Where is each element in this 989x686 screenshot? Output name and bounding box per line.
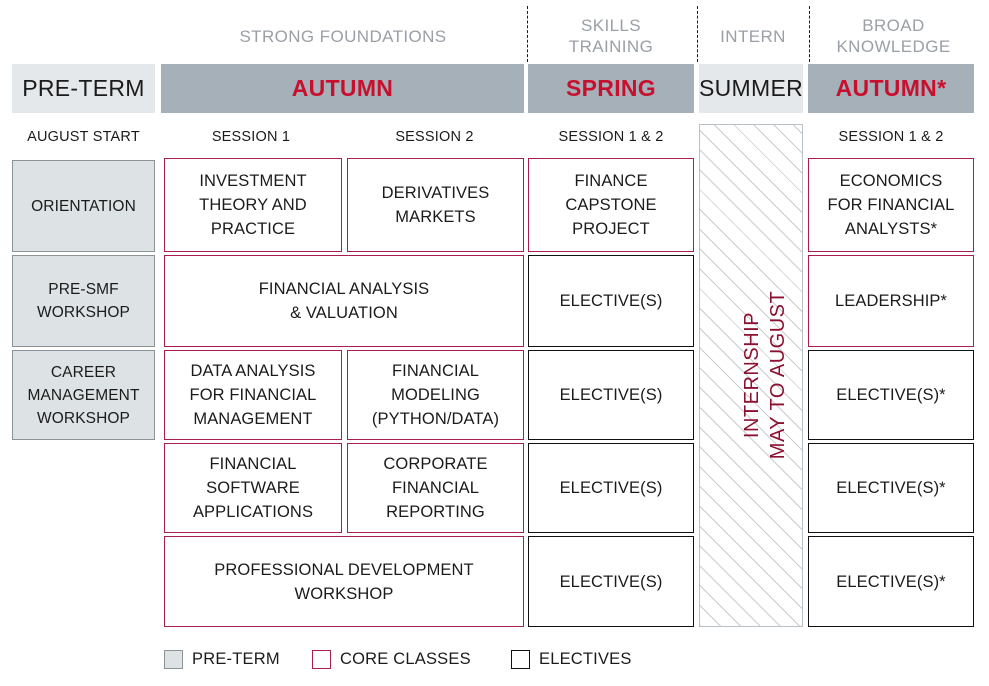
course-box-orientation: ORIENTATION (12, 160, 155, 252)
course-box-investment-theory-and-practice: INVESTMENT THEORY AND PRACTICE (164, 158, 342, 252)
course-label: ECONOMICS FOR FINANCIAL ANALYSTS* (827, 172, 955, 238)
phase-text: INTERN (720, 26, 786, 46)
session-label-august-start: AUGUST START (12, 126, 155, 148)
course-box-career-management-workshop: CAREER MANAGEMENT WORKSHOP (12, 350, 155, 440)
course-label: PRE-SMF WORKSHOP (37, 281, 130, 321)
phase-divider-2 (697, 6, 698, 62)
course-box-autumn2-elective-3: ELECTIVE(S)* (808, 536, 974, 627)
course-label: DERIVATIVES MARKETS (381, 184, 490, 226)
legend-item-pre-term: PRE-TERM (164, 648, 280, 670)
legend-item-core-classes: CORE CLASSES (312, 648, 471, 670)
session-text: SESSION 2 (395, 129, 474, 145)
session-label-autumn-session-2: SESSION 2 (345, 126, 524, 148)
phase-text: SKILLS TRAINING (568, 16, 654, 56)
session-label-spring-sessions: SESSION 1 & 2 (528, 126, 694, 148)
course-label: ORIENTATION (31, 197, 136, 215)
term-label: SUMMER (698, 75, 804, 101)
course-label: DATA ANALYSIS FOR FINANCIAL MANAGEMENT (189, 362, 317, 428)
course-box-corporate-financial-reporting: CORPORATE FINANCIAL REPORTING (347, 443, 524, 533)
phase-text: STRONG FOUNDATIONS (239, 26, 447, 46)
legend-swatch-elective-icon (511, 649, 530, 669)
term-label: AUTUMN* (835, 75, 947, 101)
internship-label-line2: MAY TO AUGUST (765, 260, 791, 490)
course-label: INVESTMENT THEORY AND PRACTICE (199, 172, 307, 238)
term-label: SPRING (566, 75, 656, 101)
term-bar-autumn: AUTUMN (161, 64, 524, 113)
course-box-economics-for-financial-analysts: ECONOMICS FOR FINANCIAL ANALYSTS* (808, 158, 974, 252)
course-box-professional-development-workshop: PROFESSIONAL DEVELOPMENT WORKSHOP (164, 536, 524, 627)
course-box-pre-smf-workshop: PRE-SMF WORKSHOP (12, 255, 155, 347)
course-label: ELECTIVE(S) (559, 292, 663, 310)
course-label: ELECTIVE(S)* (836, 572, 946, 591)
phase-divider-3 (809, 6, 810, 62)
course-label: CAREER MANAGEMENT WORKSHOP (27, 363, 140, 427)
term-label: AUTUMN (291, 75, 394, 101)
course-box-financial-software-applications: FINANCIAL SOFTWARE APPLICATIONS (164, 443, 342, 533)
course-box-spring-elective-3: ELECTIVE(S) (528, 443, 694, 533)
course-label: PROFESSIONAL DEVELOPMENT WORKSHOP (214, 560, 474, 603)
course-box-data-analysis-for-financial-management: DATA ANALYSIS FOR FINANCIAL MANAGEMENT (164, 350, 342, 440)
course-label: FINANCIAL ANALYSIS & VALUATION (258, 280, 430, 322)
internship-column (699, 124, 803, 627)
phase-divider-1 (527, 6, 528, 62)
phase-text: BROAD KNOWLEDGE (836, 16, 951, 56)
course-box-spring-elective-4: ELECTIVE(S) (528, 536, 694, 627)
course-box-spring-elective-2: ELECTIVE(S) (528, 350, 694, 440)
course-label: CORPORATE FINANCIAL REPORTING (383, 455, 488, 521)
course-label: ELECTIVE(S) (559, 479, 663, 497)
course-box-autumn2-elective-1: ELECTIVE(S)* (808, 350, 974, 440)
legend-swatch-preterm-icon (164, 649, 183, 669)
term-label: PRE-TERM (22, 75, 145, 101)
term-bar-summer: SUMMER (699, 64, 803, 113)
internship-text: INTERNSHIP (741, 311, 763, 439)
phase-label-strong-foundations: STRONG FOUNDATIONS (162, 10, 524, 62)
legend-label: PRE-TERM (192, 649, 280, 668)
phase-label-broad-knowledge: BROAD KNOWLEDGE (812, 10, 975, 62)
course-box-autumn2-elective-2: ELECTIVE(S)* (808, 443, 974, 533)
session-text: SESSION 1 & 2 (838, 129, 944, 145)
session-label-autumn2-sessions: SESSION 1 & 2 (808, 126, 974, 148)
course-label: FINANCE CAPSTONE PROJECT (565, 172, 657, 238)
course-box-spring-elective-1: ELECTIVE(S) (528, 255, 694, 347)
phase-label-intern: INTERN (700, 10, 806, 62)
term-bar-spring: SPRING (528, 64, 694, 113)
course-label: ELECTIVE(S) (559, 572, 663, 591)
course-box-financial-modeling: FINANCIAL MODELING (PYTHON/DATA) (347, 350, 524, 440)
internship-label-line1: INTERNSHIP (739, 260, 765, 490)
session-text: SESSION 1 (211, 129, 291, 145)
term-bar-autumn-2: AUTUMN* (808, 64, 974, 113)
course-box-derivatives-markets: DERIVATIVES MARKETS (347, 158, 524, 252)
session-text: SESSION 1 & 2 (558, 129, 664, 145)
legend-label: ELECTIVES (539, 649, 632, 668)
session-label-autumn-session-1: SESSION 1 (161, 126, 341, 148)
legend-swatch-core-icon (312, 649, 331, 669)
course-label: FINANCIAL SOFTWARE APPLICATIONS (192, 455, 314, 521)
course-box-leadership: LEADERSHIP* (808, 255, 974, 347)
course-label: ELECTIVE(S)* (836, 479, 946, 497)
session-text: AUGUST START (27, 129, 140, 145)
phase-label-skills-training: SKILLS TRAINING (530, 10, 692, 62)
legend-item-electives: ELECTIVES (511, 648, 632, 670)
course-label: FINANCIAL MODELING (PYTHON/DATA) (371, 362, 500, 428)
term-bar-pre-term: PRE-TERM (12, 64, 155, 113)
course-label: ELECTIVE(S)* (836, 386, 946, 404)
internship-text: MAY TO AUGUST (767, 290, 789, 460)
course-box-financial-analysis-and-valuation: FINANCIAL ANALYSIS & VALUATION (164, 255, 524, 347)
legend-label: CORE CLASSES (340, 649, 471, 668)
course-label: LEADERSHIP* (834, 292, 948, 310)
course-label: ELECTIVE(S) (559, 386, 663, 404)
course-box-finance-capstone-project: FINANCE CAPSTONE PROJECT (528, 158, 694, 252)
